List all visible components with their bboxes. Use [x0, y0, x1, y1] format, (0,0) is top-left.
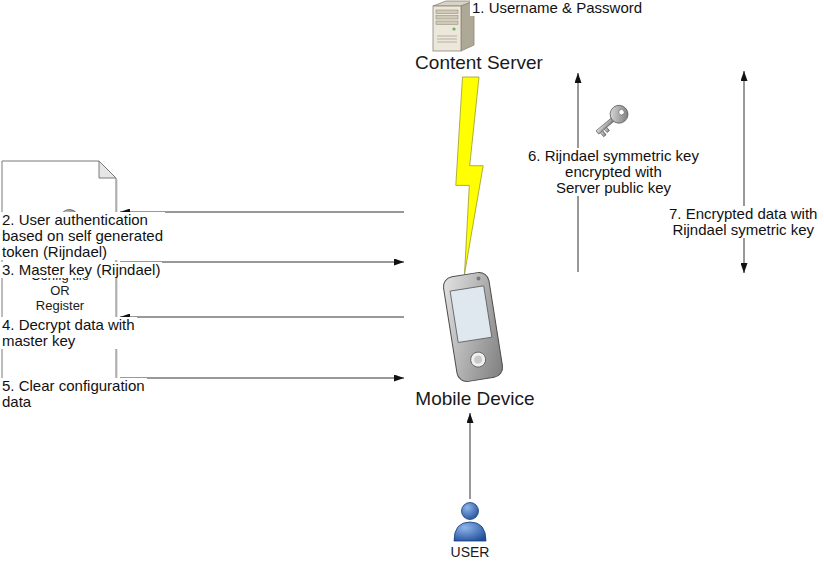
- node-label: USER: [436, 544, 504, 560]
- node-label: Content Server: [403, 52, 555, 74]
- step-label: 6. Rijndael symmetric key encrypted with…: [526, 148, 701, 196]
- mobile-device-icon: [438, 268, 508, 386]
- step-label: 3. Master key (Rijndael): [0, 262, 162, 278]
- step-label: 7. Encrypted data with Rijndael symetric…: [667, 206, 819, 238]
- step-label: 4. Decrypt data with master key: [0, 317, 137, 349]
- node-label: Mobile Device: [405, 388, 545, 410]
- flow-arrow: [120, 317, 404, 318]
- user-icon: [452, 500, 488, 542]
- config-document: Config file OR Register: [1, 160, 119, 406]
- data-exchange-arrow: [744, 71, 745, 273]
- step-label: 1. Username & Password: [470, 0, 644, 16]
- mobile-device-node: Mobile Device: [405, 200, 545, 412]
- wireless-link: [456, 77, 483, 274]
- step-label: 5. Clear configuration data: [0, 378, 147, 410]
- key-icon: [592, 102, 632, 140]
- user-node: USER: [436, 500, 504, 562]
- flow-arrow: [120, 378, 404, 379]
- flow-arrow: [470, 413, 471, 499]
- step-label: 2. User authentication based on self gen…: [0, 212, 165, 260]
- flow-arrow: [120, 262, 404, 263]
